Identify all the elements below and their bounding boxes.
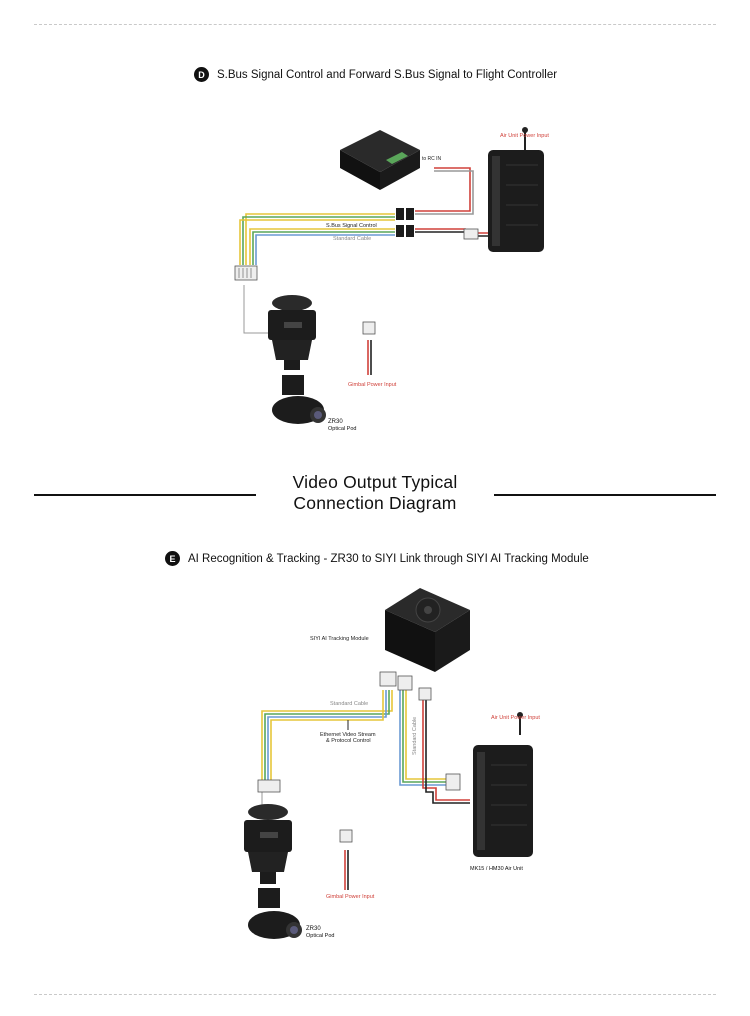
- e-gimbal-power-label: Gimbal Power Input: [326, 894, 375, 900]
- d-pod-name-label: ZR30: [328, 419, 343, 425]
- diagram-d-connectors: [234, 208, 479, 335]
- gimbal-device-d: [268, 295, 316, 370]
- e-ethernet-label-line1: Ethernet Video Stream: [320, 732, 376, 738]
- optical-pod-d: [272, 375, 326, 424]
- e-standard-cable-vertical-label: Standard Cable: [412, 717, 418, 755]
- section-e-heading: E AI Recognition & Tracking - ZR30 to SI…: [165, 551, 589, 566]
- top-dashed-divider: [34, 24, 716, 25]
- d-to-rc-in-label: to RC IN: [422, 156, 442, 162]
- e-ethernet-label-line2: & Protocol Control: [326, 738, 371, 744]
- gimbal-device-e: [244, 804, 292, 884]
- diagram-title-line2: Connection Diagram: [293, 493, 457, 513]
- section-d-heading-text: S.Bus Signal Control and Forward S.Bus S…: [217, 68, 558, 81]
- e-ai-module-label: SIYI AI Tracking Module: [310, 636, 369, 642]
- air-unit-device-e: [473, 712, 533, 857]
- flight-controller-device: [340, 130, 420, 190]
- air-unit-device-d: [488, 127, 544, 252]
- section-e-heading-text: AI Recognition & Tracking - ZR30 to SIYI…: [188, 552, 589, 565]
- diagram-title-block: Video Output Typical Connection Diagram: [0, 472, 750, 516]
- e-air-unit-power-label: Air Unit Power Input: [491, 715, 540, 721]
- diagram-e-cables: [261, 690, 521, 890]
- diagram-d: Air Unit Power Input to RC IN S.Bus Sign…: [234, 127, 549, 432]
- e-pod-name-label: ZR30: [306, 926, 321, 932]
- diagram-title-line1: Video Output Typical: [292, 472, 458, 492]
- title-rule-left: [34, 494, 256, 496]
- d-pod-sub-label: Optical Pod: [328, 426, 356, 432]
- section-d-badge: D: [194, 67, 209, 82]
- d-sbus-label: S.Bus Signal Control: [326, 223, 377, 229]
- diagram-title: Video Output Typical Connection Diagram: [250, 472, 500, 514]
- e-pod-sub-label: Optical Pod: [306, 933, 334, 939]
- title-rule-right: [494, 494, 716, 496]
- bottom-dashed-divider: [34, 994, 716, 995]
- section-d-heading: D S.Bus Signal Control and Forward S.Bus…: [194, 67, 557, 82]
- e-standard-cable-label: Standard Cable: [330, 701, 368, 707]
- ai-tracking-module-device: [385, 588, 470, 672]
- optical-pod-e: [248, 888, 302, 939]
- diagram-e-connectors: [257, 671, 461, 843]
- section-e-badge: E: [165, 551, 180, 566]
- e-air-unit-name-label: MK15 / HM30 Air Unit: [470, 866, 523, 872]
- d-standard-cable-label: Standard Cable: [333, 236, 371, 242]
- d-air-unit-power-label: Air Unit Power Input: [500, 133, 549, 139]
- d-gimbal-power-label: Gimbal Power Input: [348, 382, 397, 388]
